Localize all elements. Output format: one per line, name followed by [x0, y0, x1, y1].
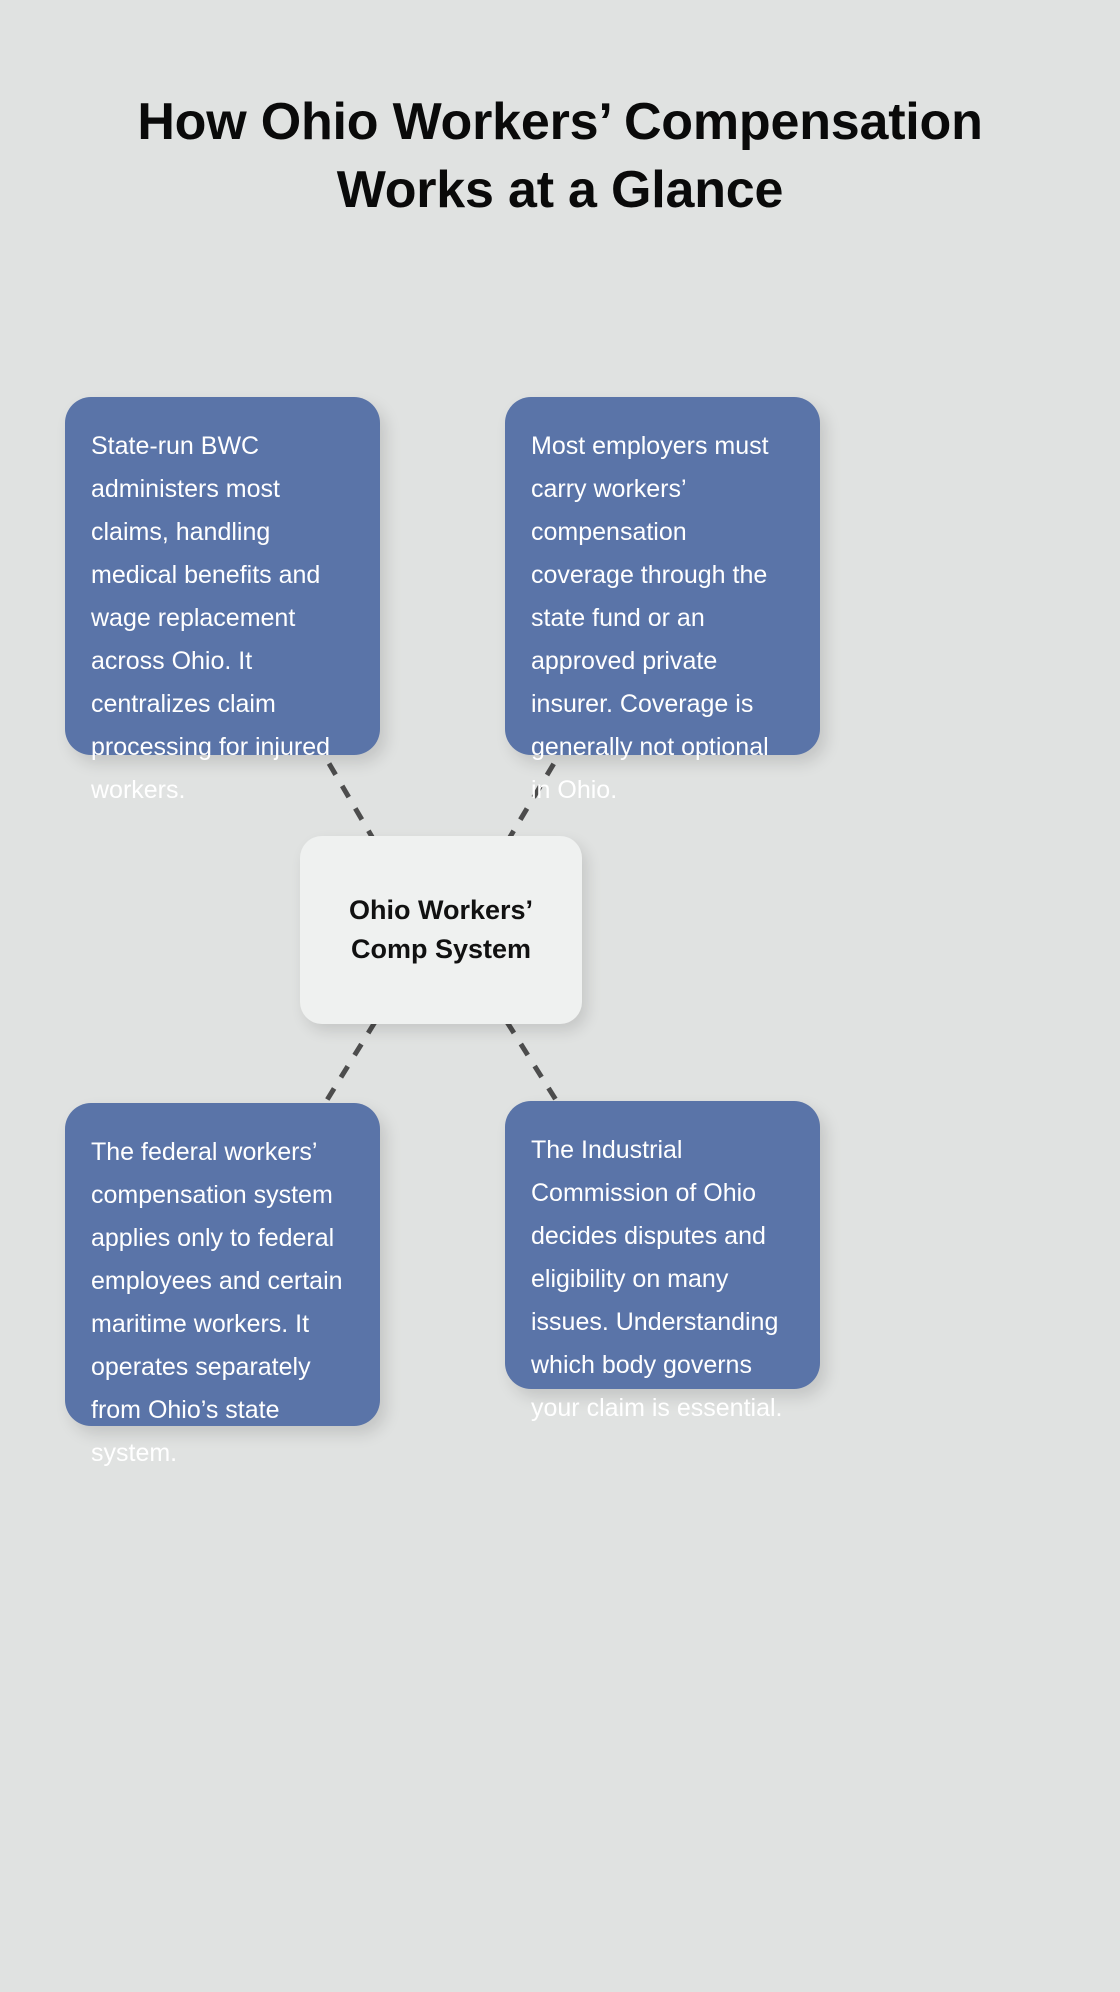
- node-federal-system[interactable]: The federal workers’ compensation system…: [65, 1103, 380, 1467]
- node-text: The Industrial Commission of Ohio decide…: [531, 1136, 783, 1422]
- center-node-label: Ohio Workers’ Comp System: [348, 895, 534, 964]
- node-bwc-administration[interactable]: State-run BWC administers most claims, h…: [65, 397, 380, 804]
- node-industrial-commission[interactable]: The Industrial Commission of Ohio decide…: [505, 1101, 820, 1422]
- node-text: The federal workers’ compensation system…: [91, 1138, 343, 1467]
- center-node-ohio-workers-comp-system[interactable]: Ohio Workers’ Comp System: [300, 836, 582, 1024]
- connector-center-to-bottom-right: [504, 1020, 559, 1102]
- node-employer-coverage[interactable]: Most employers must carry workers’ compe…: [505, 397, 820, 804]
- page-title: How Ohio Workers’ Compensation Works at …: [137, 93, 983, 219]
- connector-center-to-top-left: [324, 758, 378, 844]
- node-text: Most employers must carry workers’ compe…: [531, 432, 769, 804]
- node-text: State-run BWC administers most claims, h…: [91, 432, 331, 804]
- connector-center-to-bottom-left: [324, 1020, 378, 1102]
